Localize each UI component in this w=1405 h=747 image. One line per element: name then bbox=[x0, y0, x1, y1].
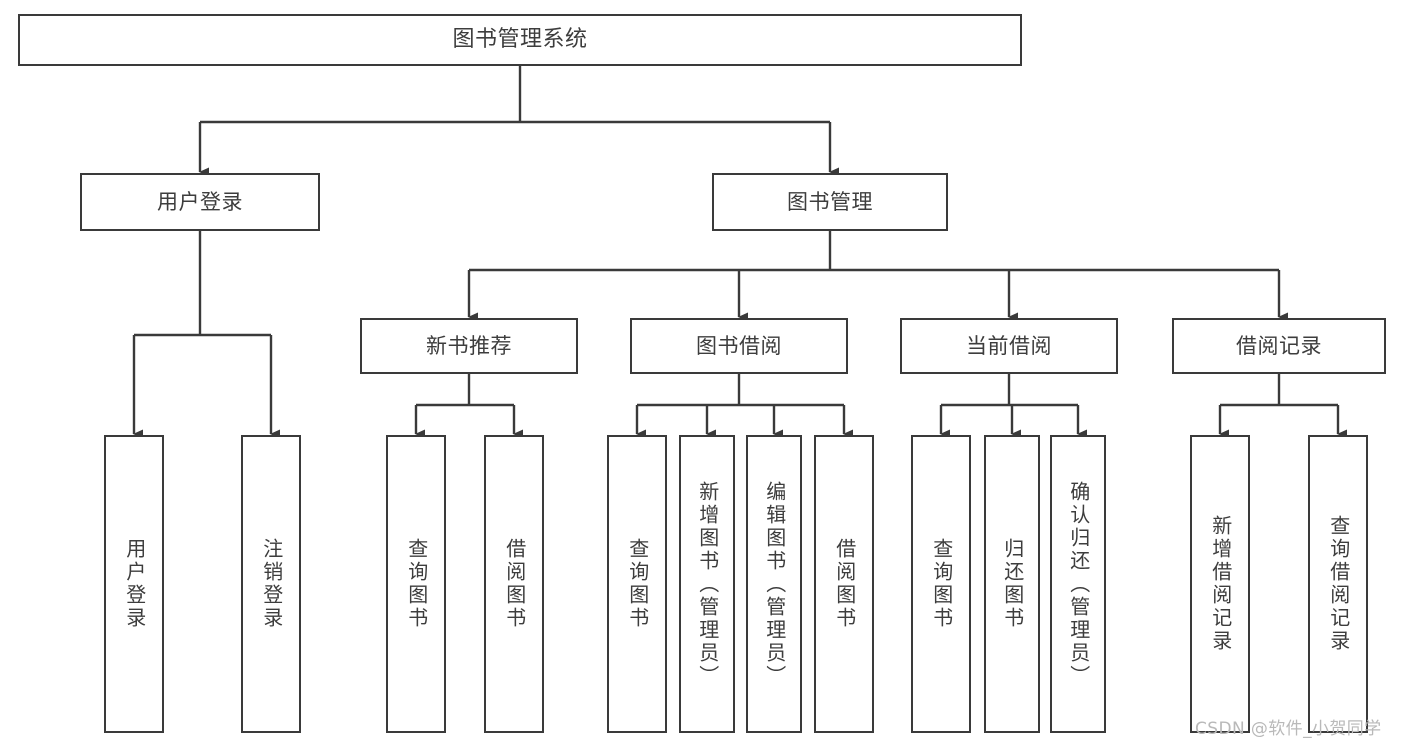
leaf-borrow-add-book-admin-label: 新增图书（管理员） bbox=[695, 480, 720, 688]
leaf-recommend-borrow-book-label: 借阅图书 bbox=[502, 538, 527, 630]
leaf-user-logout-label: 注销登录 bbox=[259, 538, 284, 630]
node-book-borrow[interactable]: 图书借阅 bbox=[630, 318, 848, 374]
leaf-record-add-borrow-record-label: 新增借阅记录 bbox=[1208, 515, 1233, 653]
node-current-borrow-label: 当前借阅 bbox=[966, 333, 1052, 358]
node-book-manage-label: 图书管理 bbox=[787, 189, 873, 214]
leaf-user-logout[interactable]: 注销登录 bbox=[241, 435, 301, 733]
node-borrow-record-label: 借阅记录 bbox=[1236, 333, 1322, 358]
node-book-borrow-label: 图书借阅 bbox=[696, 333, 782, 358]
leaf-user-login[interactable]: 用户登录 bbox=[104, 435, 164, 733]
node-book-manage[interactable]: 图书管理 bbox=[712, 173, 948, 231]
node-root-label: 图书管理系统 bbox=[452, 27, 588, 53]
leaf-borrow-query-book[interactable]: 查询图书 bbox=[607, 435, 667, 733]
leaf-recommend-borrow-book[interactable]: 借阅图书 bbox=[484, 435, 544, 733]
node-user-login[interactable]: 用户登录 bbox=[80, 173, 320, 231]
leaf-recommend-query-book[interactable]: 查询图书 bbox=[386, 435, 446, 733]
leaf-recommend-query-book-label: 查询图书 bbox=[404, 538, 429, 630]
node-root[interactable]: 图书管理系统 bbox=[18, 14, 1022, 66]
leaf-borrow-edit-book-admin[interactable]: 编辑图书（管理员） bbox=[746, 435, 802, 733]
leaf-current-query-book-label: 查询图书 bbox=[929, 538, 954, 630]
leaf-current-return-book-label: 归还图书 bbox=[1000, 538, 1025, 630]
watermark: CSDN @软件_小贺同学 bbox=[1195, 719, 1382, 739]
leaf-borrow-add-book-admin[interactable]: 新增图书（管理员） bbox=[679, 435, 735, 733]
leaf-borrow-edit-book-admin-label: 编辑图书（管理员） bbox=[762, 480, 787, 688]
node-new-book-recommend-label: 新书推荐 bbox=[426, 333, 512, 358]
leaf-user-login-label: 用户登录 bbox=[122, 538, 147, 630]
leaf-borrow-lend-book-label: 借阅图书 bbox=[832, 538, 857, 630]
leaf-record-add-borrow-record[interactable]: 新增借阅记录 bbox=[1190, 435, 1250, 733]
leaf-current-return-book[interactable]: 归还图书 bbox=[984, 435, 1040, 733]
node-user-login-label: 用户登录 bbox=[157, 189, 243, 214]
leaf-current-confirm-return-admin-label: 确认归还（管理员） bbox=[1066, 480, 1091, 688]
leaf-borrow-query-book-label: 查询图书 bbox=[625, 538, 650, 630]
leaf-record-query-borrow-record[interactable]: 查询借阅记录 bbox=[1308, 435, 1368, 733]
node-borrow-record[interactable]: 借阅记录 bbox=[1172, 318, 1386, 374]
leaf-borrow-lend-book[interactable]: 借阅图书 bbox=[814, 435, 874, 733]
node-new-book-recommend[interactable]: 新书推荐 bbox=[360, 318, 578, 374]
leaf-record-query-borrow-record-label: 查询借阅记录 bbox=[1326, 515, 1351, 653]
leaf-current-confirm-return-admin[interactable]: 确认归还（管理员） bbox=[1050, 435, 1106, 733]
node-current-borrow[interactable]: 当前借阅 bbox=[900, 318, 1118, 374]
leaf-current-query-book[interactable]: 查询图书 bbox=[911, 435, 971, 733]
